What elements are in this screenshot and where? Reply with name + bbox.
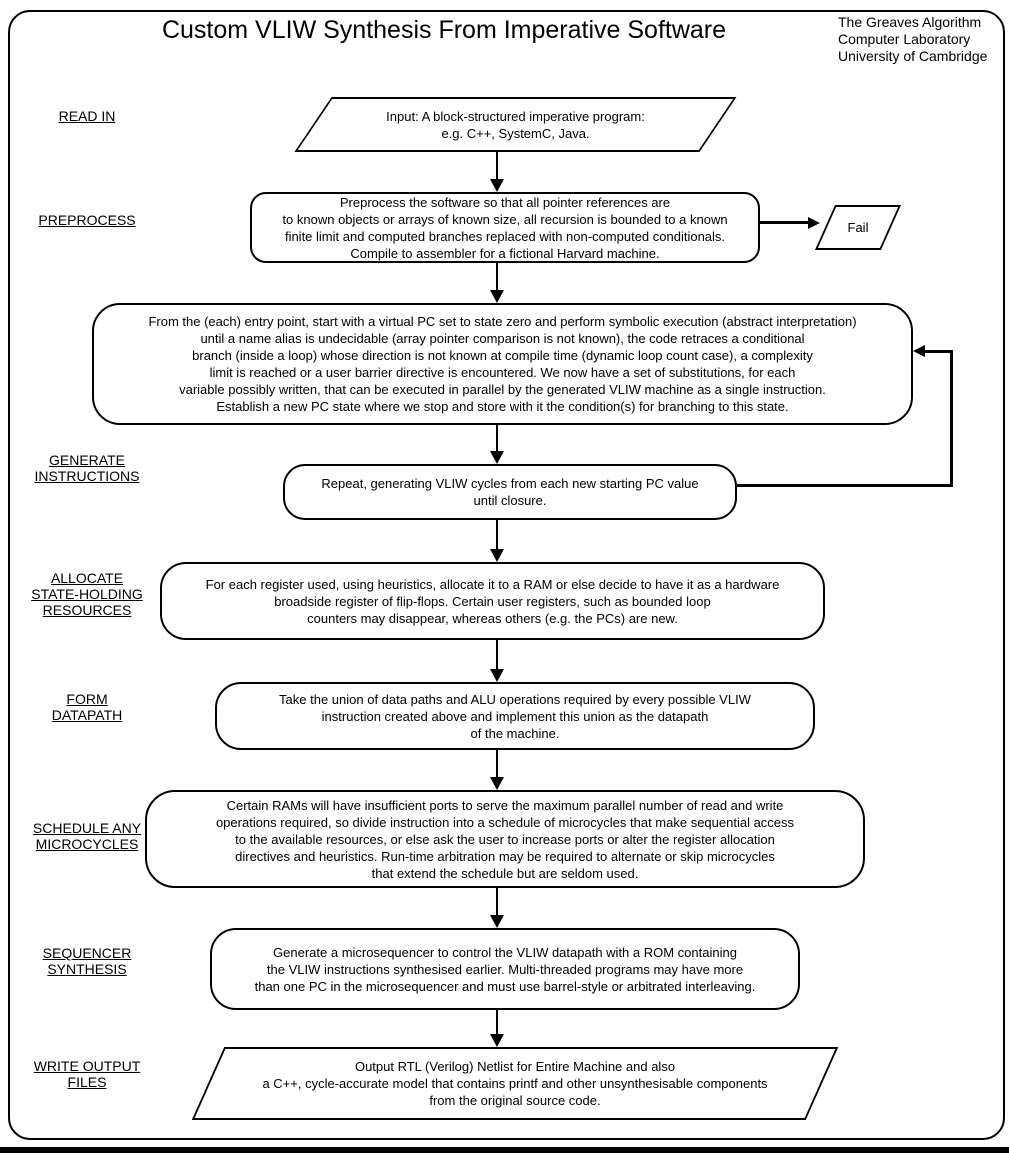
stage-label-preprocess: PREPROCESS xyxy=(38,212,136,228)
arrowhead-down-icon xyxy=(490,669,504,682)
arrowhead-down-icon xyxy=(490,777,504,790)
stage-label-read-in: READ IN xyxy=(58,108,116,124)
arrowhead-left-icon xyxy=(913,345,925,357)
arrow-repeat-to-allocate xyxy=(496,520,498,552)
bottom-edge-bar xyxy=(0,1147,1009,1153)
arrow-allocate-to-datapath xyxy=(496,640,498,672)
page-title: Custom VLIW Synthesis From Imperative So… xyxy=(161,16,727,44)
node-text: Repeat, generating VLIW cycles from each… xyxy=(321,476,699,508)
stage-label-sequencer-synthesis: SEQUENCER SYNTHESIS xyxy=(42,945,132,977)
node-text: From the (each) entry point, start with … xyxy=(148,314,857,414)
flow-node-symbolic-execution: From the (each) entry point, start with … xyxy=(92,303,913,425)
arrowhead-right-icon xyxy=(808,217,820,229)
arrowhead-down-icon xyxy=(490,179,504,192)
flow-node-sequencer-synthesis: Generate a microsequencer to control the… xyxy=(210,928,800,1010)
flow-node-input: Input: A block-structured imperative pro… xyxy=(294,97,737,152)
arrow-input-to-preprocess xyxy=(496,152,498,182)
arrow-symbolic-to-repeat xyxy=(496,425,498,454)
stage-label-allocate-resources: ALLOCATE STATE-HOLDING RESOURCES xyxy=(31,570,143,618)
feedback-loop-vertical-segment xyxy=(950,351,953,487)
arrowhead-down-icon xyxy=(490,915,504,928)
arrowhead-down-icon xyxy=(490,290,504,303)
stage-label-schedule-microcycles: SCHEDULE ANY MICROCYCLES xyxy=(32,820,142,852)
flow-node-form-datapath: Take the union of data paths and ALU ope… xyxy=(215,682,815,750)
arrow-sequencer-to-output xyxy=(496,1010,498,1037)
flow-node-output-files: Output RTL (Verilog) Netlist for Entire … xyxy=(191,1047,839,1120)
arrowhead-down-icon xyxy=(490,451,504,464)
arrow-schedule-to-sequencer xyxy=(496,888,498,918)
node-text: Generate a microsequencer to control the… xyxy=(254,944,756,994)
feedback-loop-bottom-segment xyxy=(737,484,953,487)
flow-node-fail: Fail xyxy=(814,205,902,250)
flow-node-allocate-resources: For each register used, using heuristics… xyxy=(160,562,825,640)
arrow-preprocess-to-symbolic xyxy=(496,263,498,293)
node-text: Preprocess the software so that all poin… xyxy=(282,194,728,261)
flow-node-schedule-microcycles: Certain RAMs will have insufficient port… xyxy=(145,790,865,888)
node-text: Output RTL (Verilog) Netlist for Entire … xyxy=(262,1059,768,1108)
node-text: Input: A block-structured imperative pro… xyxy=(386,108,645,141)
node-text: For each register used, using heuristics… xyxy=(205,576,780,626)
feedback-loop-top-segment xyxy=(925,350,953,353)
arrowhead-down-icon xyxy=(490,1034,504,1047)
stage-label-write-output-files: WRITE OUTPUT FILES xyxy=(33,1058,141,1090)
arrow-preprocess-to-fail xyxy=(760,221,810,224)
arrowhead-down-icon xyxy=(490,549,504,562)
flow-node-repeat: Repeat, generating VLIW cycles from each… xyxy=(283,464,737,520)
node-text: Certain RAMs will have insufficient port… xyxy=(215,797,795,881)
node-text: Fail xyxy=(847,220,869,235)
page-border xyxy=(8,10,1005,1140)
flow-node-preprocess: Preprocess the software so that all poin… xyxy=(250,192,760,263)
credit-block: The Greaves Algorithm Computer Laborator… xyxy=(838,14,988,64)
arrow-datapath-to-schedule xyxy=(496,750,498,780)
stage-label-generate-instructions: GENERATE INSTRUCTIONS xyxy=(34,452,140,484)
stage-label-form-datapath: FORM DATAPATH xyxy=(51,691,123,723)
node-text: Take the union of data paths and ALU ope… xyxy=(279,691,751,741)
